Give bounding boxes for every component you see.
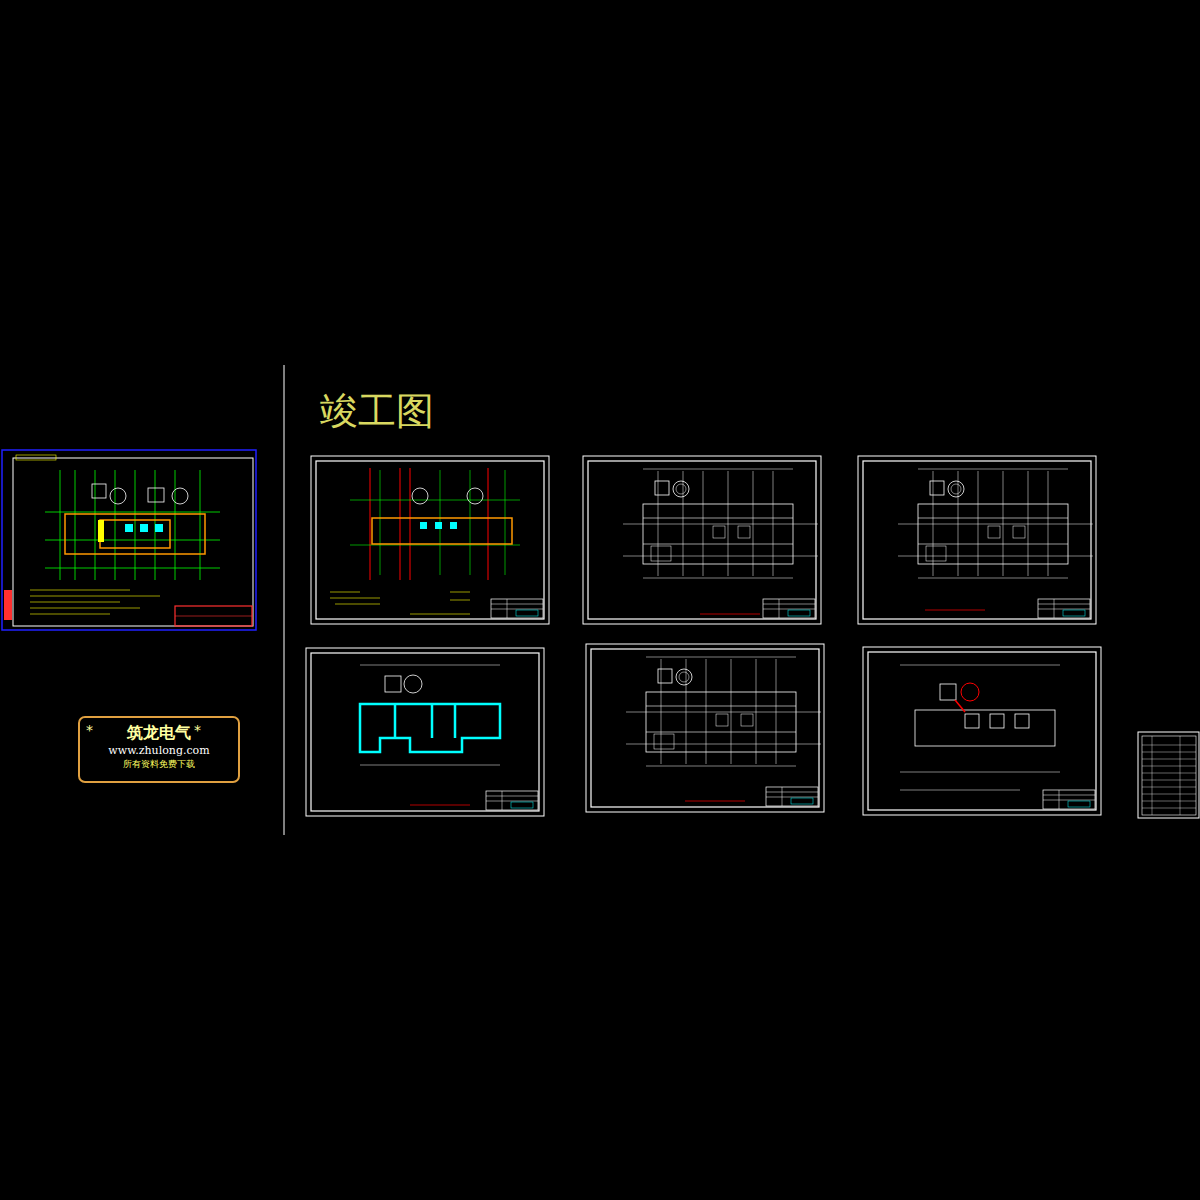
watermark-note: 所有资料免费下载 bbox=[86, 758, 232, 770]
decor-star: * bbox=[194, 722, 201, 738]
watermark-url: www.zhulong.com bbox=[86, 744, 232, 759]
watermark-title: 筑龙电气 bbox=[86, 722, 232, 744]
decor-star: * bbox=[86, 722, 93, 738]
watermark-box: 筑龙电气www.zhulong.com所有资料免费下载 bbox=[78, 716, 240, 783]
sheet-title: 竣工图 bbox=[320, 386, 434, 437]
